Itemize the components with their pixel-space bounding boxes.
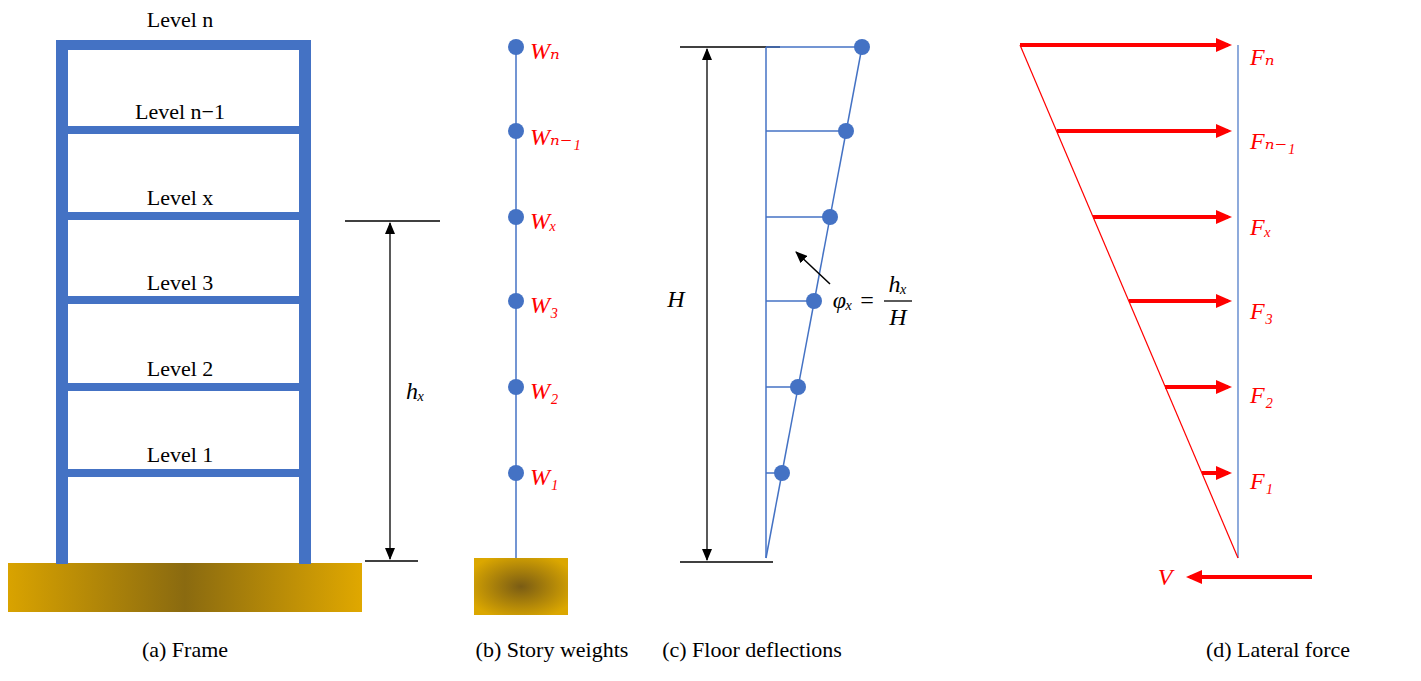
leader-arrow <box>796 252 830 284</box>
level-label: Level n−1 <box>135 99 225 124</box>
dimension-label: H <box>665 286 686 314</box>
floor-beam <box>56 469 311 477</box>
base-shear-label: V <box>1158 564 1173 592</box>
floor-beam <box>56 383 311 391</box>
dimension-line <box>706 49 707 560</box>
level-label: Level 3 <box>147 270 214 295</box>
weight-label: W₃ <box>530 292 558 320</box>
dimension-line <box>389 223 390 559</box>
floor-beam <box>56 212 311 220</box>
force-label: F₁ <box>1250 468 1273 496</box>
dimension-label: hₓ <box>404 378 427 406</box>
frame-drawing <box>8 40 440 612</box>
force-label: Fₓ <box>1250 214 1271 242</box>
weight-label: Wₓ <box>530 208 557 236</box>
weight-label: Wₙ₋₁ <box>530 124 581 152</box>
force-label: Fₙ <box>1250 44 1274 72</box>
floor-beam <box>56 296 311 304</box>
panel-caption: (c) Floor deflections <box>662 637 842 662</box>
weight-label: W₁ <box>530 464 558 492</box>
panel-caption: (d) Lateral force <box>1206 637 1350 662</box>
level-label: Level x <box>147 185 214 210</box>
formula-denominator: H <box>889 304 906 332</box>
lateral-force-distribution <box>1020 45 1312 577</box>
ground <box>8 563 362 612</box>
ground <box>474 558 568 615</box>
roof-beam <box>56 40 311 50</box>
floor-beam <box>56 126 311 134</box>
formula-numerator: hₓ <box>889 271 908 299</box>
level-label: Level n <box>147 7 214 32</box>
force-label: F₃ <box>1250 298 1273 326</box>
weight-label: W₂ <box>530 378 558 406</box>
weight-label: Wₙ <box>530 38 560 66</box>
force-label: Fₙ₋₁ <box>1250 128 1295 156</box>
panel-caption: (a) Frame <box>142 637 228 662</box>
fraction-bar <box>884 300 912 301</box>
level-label: Level 1 <box>147 442 214 467</box>
deflection-shape <box>680 39 912 562</box>
force-label: F₂ <box>1250 382 1273 410</box>
level-label: Level 2 <box>147 356 214 381</box>
mode-shape-formula: φₓ = <box>831 287 877 315</box>
panel-caption: (b) Story weights <box>476 637 629 662</box>
